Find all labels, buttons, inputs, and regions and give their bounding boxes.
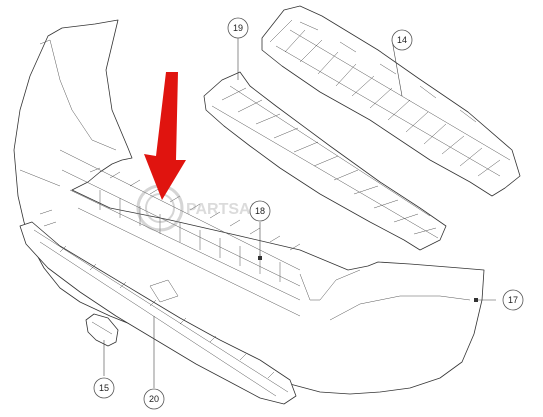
- callout-18[interactable]: 18: [249, 200, 271, 222]
- part-15-cover[interactable]: [85, 313, 119, 347]
- highlight-arrow: [144, 72, 186, 200]
- callout-label: 17: [508, 295, 518, 305]
- part-18-fastener[interactable]: [258, 256, 262, 260]
- part-17-fastener[interactable]: [474, 298, 478, 302]
- leader-lines: [103, 38, 496, 388]
- callout-19[interactable]: 19: [227, 17, 249, 39]
- callout-20[interactable]: 20: [143, 388, 165, 410]
- callout-14[interactable]: 14: [391, 29, 413, 51]
- part-20-lower-trim[interactable]: [19, 221, 297, 405]
- part-19-absorber[interactable]: [203, 71, 447, 251]
- callout-17[interactable]: 17: [502, 289, 524, 311]
- callout-label: 20: [149, 394, 159, 404]
- watermark-text: PARTSAL: [186, 201, 261, 218]
- part-14-energy-absorber[interactable]: [261, 5, 521, 197]
- callout-label: 18: [255, 206, 265, 216]
- callout-15[interactable]: 15: [93, 377, 115, 399]
- callout-label: 15: [99, 383, 109, 393]
- callout-label: 19: [233, 23, 243, 33]
- callout-label: 14: [397, 35, 407, 45]
